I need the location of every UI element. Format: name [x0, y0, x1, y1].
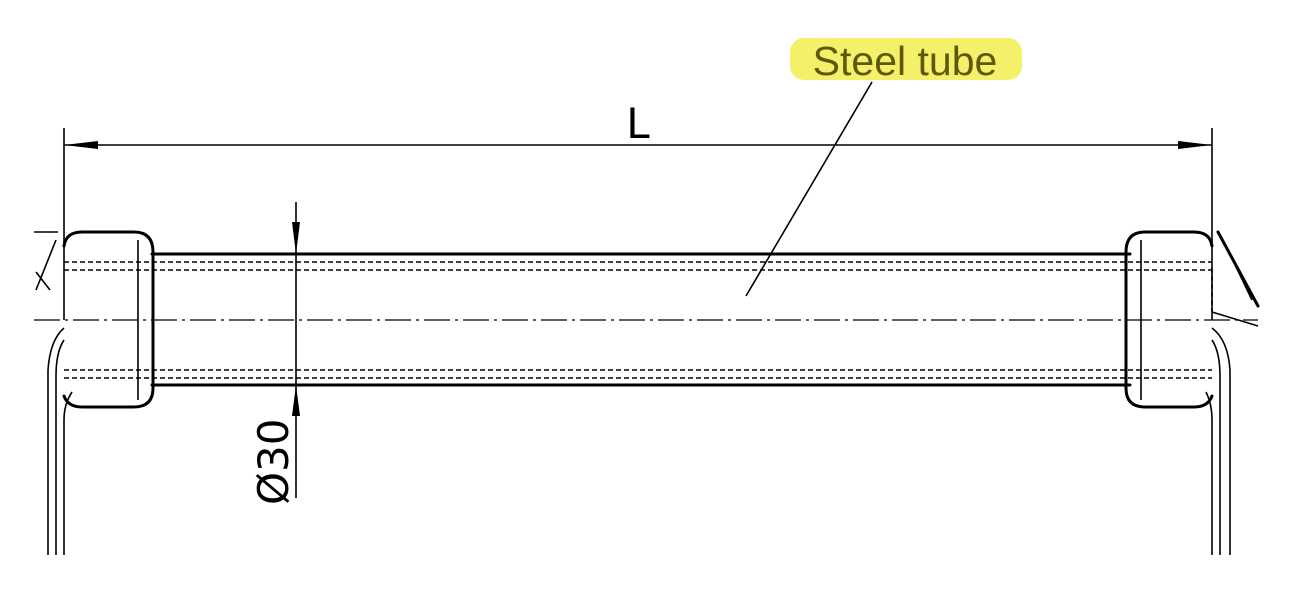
diameter-dimension-label: Ø30: [249, 418, 298, 505]
right-leg-outer: [1211, 327, 1231, 555]
right-frame-diagonal-inner: [1225, 245, 1253, 301]
right-frame-diagonal: [1216, 230, 1260, 308]
diameter-dimension: Ø30: [249, 202, 300, 505]
left-leg-outer: [47, 327, 65, 555]
left-collar-outline: [62, 230, 155, 409]
length-arrow-left: [64, 141, 98, 149]
diameter-arrow-bottom: [292, 385, 300, 416]
right-collar-outline: [1124, 230, 1214, 409]
length-dimension: L: [63, 99, 1213, 232]
steel-tube: [64, 252, 1212, 387]
right-end-fitting: [1124, 230, 1260, 555]
length-arrow-right: [1178, 141, 1212, 149]
right-leg-inner: [1205, 391, 1213, 555]
left-leg-inner: [63, 391, 73, 555]
callout-highlight: [790, 38, 1022, 80]
diameter-arrow-top: [292, 222, 300, 254]
length-dimension-label: L: [626, 99, 650, 148]
left-end-fitting: [34, 230, 155, 555]
right-leg-mid: [1211, 339, 1221, 555]
left-leg-mid: [55, 339, 65, 555]
callout-label: Steel tube: [813, 38, 998, 84]
right-frame-edge: [1211, 311, 1259, 327]
left-frame-tick: [35, 271, 51, 291]
left-frame-diagonal: [35, 239, 57, 291]
steel-tube-callout: Steel tube: [745, 38, 1022, 297]
callout-leader-line: [745, 81, 873, 297]
